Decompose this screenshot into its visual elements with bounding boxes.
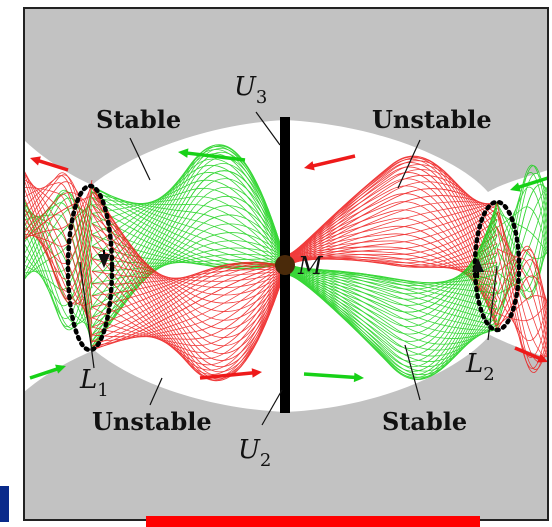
leader-l2 [487,265,498,341]
stable-manifold-right-lower [284,201,498,380]
leader-stable-top [129,137,151,181]
arrow-unstable-bottom-right [514,346,548,363]
arrow-unstable-bottom-center [199,368,262,380]
label-unstable-top: Unstable [372,105,492,134]
label-u3-main: U [234,72,257,102]
label-l1: L1 [79,365,109,401]
arrow-stable-top-center [178,148,246,162]
arrow-unstable-top-center [304,154,356,171]
label-stable-top: Stable [96,105,181,134]
label-m: M [297,252,324,280]
label-unstable-bottom: Unstable [92,407,212,436]
unstable-manifold-right-outer [496,202,548,373]
flow-arrows [29,148,549,383]
label-l2-sub: 2 [483,364,494,385]
leader-u2 [261,389,283,426]
leader-stable-bottom [404,344,421,401]
arrow-stable-bottom-center [303,372,364,383]
leader-unstable-bottom [149,377,163,406]
leader-u3 [255,111,281,146]
bottom-red-bar [146,516,480,527]
unstable-manifold-right-upper [284,155,498,331]
label-u2-main: U [238,435,261,465]
label-l1-main: L [79,365,97,395]
label-u2-sub: 2 [260,450,271,471]
label-u3-sub: 3 [256,87,267,108]
m-point [275,255,295,275]
corner-mark [0,486,9,522]
label-u3: U3 [234,72,267,108]
leader-lines [79,111,498,426]
unstable-manifold-left-lower [91,186,286,382]
label-l2: L2 [465,349,495,385]
leader-unstable-top [397,139,421,189]
label-u2: U2 [238,435,271,471]
forbidden-region-bottom [24,335,548,520]
label-l1-sub: 1 [97,380,108,401]
manifold-tubes [24,144,548,382]
label-l2-main: L [465,349,483,379]
arrow-stable-top-right [510,176,549,192]
label-stable-bottom: Stable [382,407,467,436]
arrow-unstable-top-left [30,156,69,172]
arrow-stable-bottom-left [29,364,66,380]
l1-periodic-orbit [65,183,115,353]
leader-l1 [79,261,95,369]
unstable-manifold-left-outer [24,170,93,344]
